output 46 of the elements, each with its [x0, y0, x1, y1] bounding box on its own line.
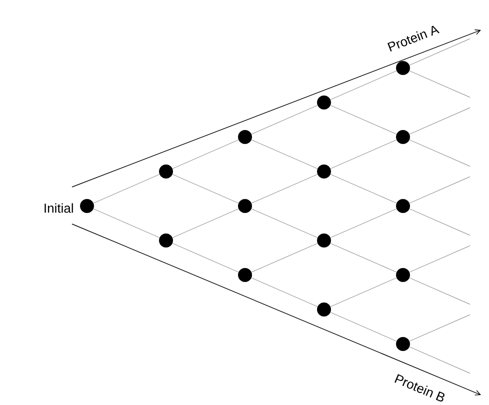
- line: [330, 70, 397, 100]
- dot: [317, 164, 331, 178]
- dot: [317, 302, 331, 316]
- line: [409, 346, 470, 374]
- line: [251, 208, 318, 238]
- line: [330, 208, 397, 238]
- line: [330, 174, 397, 204]
- line: [409, 38, 470, 66]
- line: [172, 208, 239, 238]
- line: [330, 140, 397, 169]
- line: [330, 243, 397, 272]
- dot: [238, 268, 252, 282]
- dot: [159, 234, 173, 248]
- line: [409, 176, 470, 204]
- axis-label: Protein A: [388, 26, 440, 52]
- line: [93, 174, 160, 204]
- line: [409, 140, 470, 167]
- line: [251, 140, 318, 169]
- dot: [396, 199, 410, 213]
- line: [409, 278, 470, 305]
- dot: [396, 130, 410, 144]
- dot: [238, 199, 252, 213]
- dot: [396, 61, 410, 75]
- line: [251, 105, 318, 134]
- dot: [396, 337, 410, 351]
- line: [172, 243, 239, 272]
- line: [93, 208, 160, 238]
- line: [409, 70, 470, 98]
- line: [409, 314, 470, 342]
- line: [251, 278, 318, 307]
- line: [330, 105, 397, 134]
- dot: [238, 130, 252, 144]
- line: [172, 140, 239, 169]
- line: [251, 243, 318, 272]
- line: [172, 174, 239, 204]
- line: [409, 208, 470, 236]
- dot: [317, 234, 331, 248]
- dot: [396, 268, 410, 282]
- line: [409, 245, 470, 272]
- line: [330, 278, 397, 307]
- line: [251, 174, 318, 204]
- line: [330, 312, 397, 342]
- dot: [317, 96, 331, 110]
- node-label: Initial: [44, 203, 73, 213]
- dot: [159, 164, 173, 178]
- line: [409, 107, 470, 134]
